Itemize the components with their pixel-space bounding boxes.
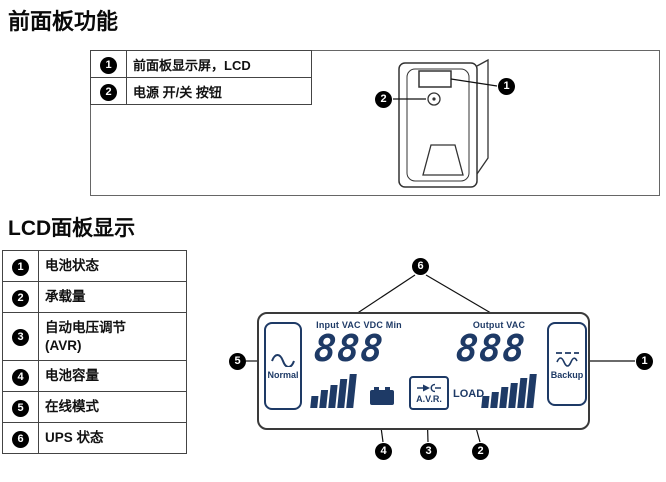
load-bars	[481, 374, 537, 408]
callout-avr-badge: 3	[420, 443, 437, 460]
avr-label: A.V.R.	[416, 393, 442, 404]
page-title: 前面板功能	[8, 9, 119, 34]
output-label: Output VAC	[472, 320, 526, 330]
output-value-display: 888	[454, 327, 528, 370]
callout-2-badge: 2	[100, 83, 117, 101]
callout-1-badge: 1	[100, 56, 117, 74]
sine-wave-icon	[271, 353, 295, 367]
bar-segment	[310, 396, 319, 408]
ups-illustration	[393, 58, 498, 188]
power-button-dot	[432, 97, 436, 101]
lcd-panel: Normal Input VAC VDC Min 888 Output VAC …	[257, 312, 590, 430]
lcd-diagram: Normal Input VAC VDC Min 888 Output VAC …	[225, 250, 666, 482]
table-row: 3 自动电压调节 (AVR)	[2, 312, 187, 361]
line-6-output	[425, 274, 497, 317]
battery-icon	[370, 387, 394, 405]
callout-ups-status-badge: 6	[412, 258, 429, 275]
legend-3-badge: 3	[12, 329, 29, 346]
section-title-lcd: LCD面板显示	[8, 217, 136, 240]
legend-6-badge: 6	[12, 430, 29, 448]
callout-load-badge: 2	[472, 443, 489, 460]
row-label: 电池容量	[38, 360, 187, 392]
row-label: 承载量	[38, 281, 187, 313]
table-row: 4 电池容量	[2, 360, 187, 392]
legend-5-badge: 5	[12, 399, 29, 417]
row-label: UPS 状态	[38, 422, 187, 454]
bar-segment	[346, 374, 357, 408]
table-row: 2 承载量	[2, 281, 187, 313]
ups-side-edge	[476, 58, 489, 175]
legend-1-badge: 1	[12, 258, 29, 276]
table-row: 1 电池状态	[2, 250, 187, 282]
bar-segment	[319, 390, 329, 408]
bar-segment	[328, 385, 338, 408]
row-label: 前面板显示屏，LCD	[126, 50, 312, 78]
normal-indicator: Normal	[264, 322, 302, 410]
front-panel-section: 1 前面板显示屏，LCD 2 电源 开/关 按钮 1 2	[90, 50, 660, 196]
table-row: 2 电源 开/关 按钮	[90, 77, 312, 105]
line-6-input	[352, 274, 416, 317]
input-value-display: 888	[312, 327, 386, 370]
ups-lcd-window	[418, 70, 452, 88]
plug-icon	[417, 383, 441, 392]
row-label: 电池状态	[38, 250, 187, 282]
callout-line-display	[450, 78, 498, 87]
ups-front-panel	[406, 68, 470, 182]
callout-battery-capacity-badge: 4	[375, 443, 392, 460]
ups-vent	[422, 144, 464, 176]
dc-wave-icon	[556, 351, 579, 367]
legend-4-badge: 4	[12, 368, 29, 386]
front-panel-table: 1 前面板显示屏，LCD 2 电源 开/关 按钮	[90, 50, 312, 105]
bar-segment	[490, 392, 499, 408]
load-label: LOAD	[453, 388, 485, 400]
callout-power-badge: 2	[375, 91, 392, 108]
bar-segment	[526, 374, 537, 408]
callout-display-badge: 1	[498, 78, 515, 95]
row-label: 在线模式	[38, 391, 187, 423]
avr-indicator: A.V.R.	[409, 376, 449, 410]
bar-segment	[481, 396, 490, 408]
battery-capacity-bars	[310, 374, 357, 408]
table-row: 6 UPS 状态	[2, 422, 187, 454]
normal-label: Normal	[267, 369, 299, 380]
row-label: 自动电压调节 (AVR)	[38, 312, 187, 361]
bar-segment	[499, 387, 509, 408]
input-label: Input VAC VDC Min	[316, 320, 402, 330]
table-row: 1 前面板显示屏，LCD	[90, 50, 312, 78]
backup-indicator: Backup	[547, 322, 587, 406]
callout-online-mode-badge: 5	[229, 353, 246, 370]
lcd-legend-table: 1 电池状态 2 承载量 3 自动电压调节 (AVR) 4 电池容量 5 在线模…	[2, 250, 187, 454]
backup-label: Backup	[550, 369, 584, 380]
callout-battery-status-badge: 1	[636, 353, 653, 370]
legend-2-badge: 2	[12, 289, 29, 307]
table-row: 5 在线模式	[2, 391, 187, 423]
bar-segment	[508, 383, 518, 408]
row-label: 电源 开/关 按钮	[126, 77, 312, 105]
